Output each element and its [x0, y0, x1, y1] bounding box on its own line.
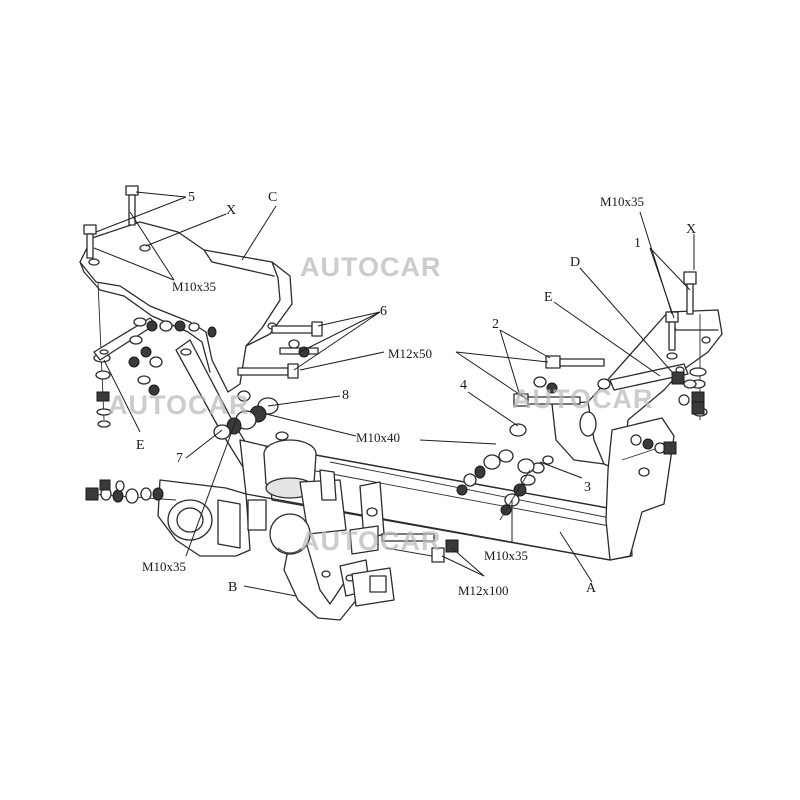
bolts-2 — [513, 355, 611, 407]
label-m10x35-bottom-left: M10x35 — [142, 559, 186, 574]
label-2: 2 — [492, 317, 499, 332]
label-7: 7 — [176, 451, 183, 466]
nut-cluster-right — [630, 394, 705, 455]
label-1: 1 — [634, 236, 641, 251]
label-e-right: E — [544, 290, 553, 305]
watermark-autocar-1: AUTOCAR — [300, 252, 442, 282]
bracket-c — [79, 221, 293, 393]
right-end-plate — [605, 417, 675, 561]
label-a: A — [586, 581, 597, 596]
watermarks: AUTOCAR AUTOCAR AUTOCAR AUTOCAR — [108, 252, 654, 556]
label-m12x50: M12x50 — [388, 346, 432, 361]
label-m10x35-mid-right: M10x35 — [484, 548, 528, 563]
label-5: 5 — [188, 190, 195, 205]
label-x-left: X — [226, 203, 236, 218]
label-8: 8 — [342, 388, 349, 403]
spacers-3-4 — [456, 423, 554, 496]
label-6: 6 — [380, 304, 387, 319]
watermark-autocar-4: AUTOCAR — [300, 526, 442, 556]
label-m12x100: M12x100 — [458, 583, 509, 598]
center-bracket — [299, 469, 385, 555]
label-3: 3 — [584, 480, 591, 495]
label-m10x35-top-left: M10x35 — [172, 279, 216, 294]
label-e-left: E — [136, 438, 145, 453]
bolts-6 — [237, 321, 323, 379]
label-x-right: X — [686, 222, 696, 237]
labels: 5 X C M10x35 6 M12x50 8 E 7 M10x40 M10x3… — [136, 190, 696, 598]
left-end-plate — [157, 479, 267, 557]
label-m10x40: M10x40 — [356, 430, 400, 445]
leader-lines — [93, 191, 695, 597]
watermark-autocar-3: AUTOCAR — [512, 384, 654, 414]
label-b: B — [228, 580, 237, 595]
nut-cluster-left — [128, 317, 217, 396]
strip-plate-e-right — [609, 363, 697, 391]
bolts-5 — [83, 185, 139, 259]
bolt-row-left — [85, 479, 177, 504]
label-c: C — [268, 190, 277, 205]
bolts-m12x100 — [381, 533, 459, 563]
watermark-autocar-2: AUTOCAR — [108, 390, 250, 420]
label-d: D — [570, 255, 580, 270]
label-4: 4 — [460, 378, 467, 393]
lock-plate — [351, 567, 395, 607]
label-m10x35-top-right: M10x35 — [600, 194, 644, 209]
